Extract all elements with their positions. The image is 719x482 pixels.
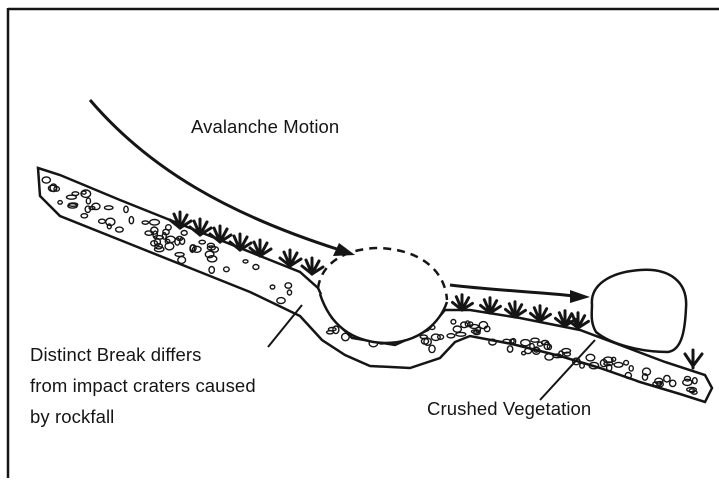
pebble <box>507 346 512 352</box>
label-distinct-break-line-2: from impact craters caused <box>30 370 256 401</box>
grass-tuft <box>506 302 526 317</box>
grass-tuft <box>481 298 501 313</box>
boulder-motion-arrow <box>450 285 590 303</box>
label-distinct-break-line-1: Distinct Break differs <box>30 339 256 370</box>
grass-tuft <box>453 295 473 310</box>
boulder <box>592 270 686 352</box>
grass-tuft <box>302 258 323 274</box>
label-distinct-break: Distinct Break differs from impact crate… <box>30 339 256 432</box>
grass-tuft <box>280 250 301 266</box>
plant-right <box>685 350 702 368</box>
label-crushed-vegetation: Crushed Vegetation <box>427 396 591 423</box>
pebble <box>580 363 585 368</box>
pebble <box>522 351 526 354</box>
grass-tuft <box>531 306 551 321</box>
label-distinct-break-line-3: by rockfall <box>30 401 256 432</box>
pebble <box>545 354 553 360</box>
label-avalanche-motion: Avalanche Motion <box>191 114 339 141</box>
